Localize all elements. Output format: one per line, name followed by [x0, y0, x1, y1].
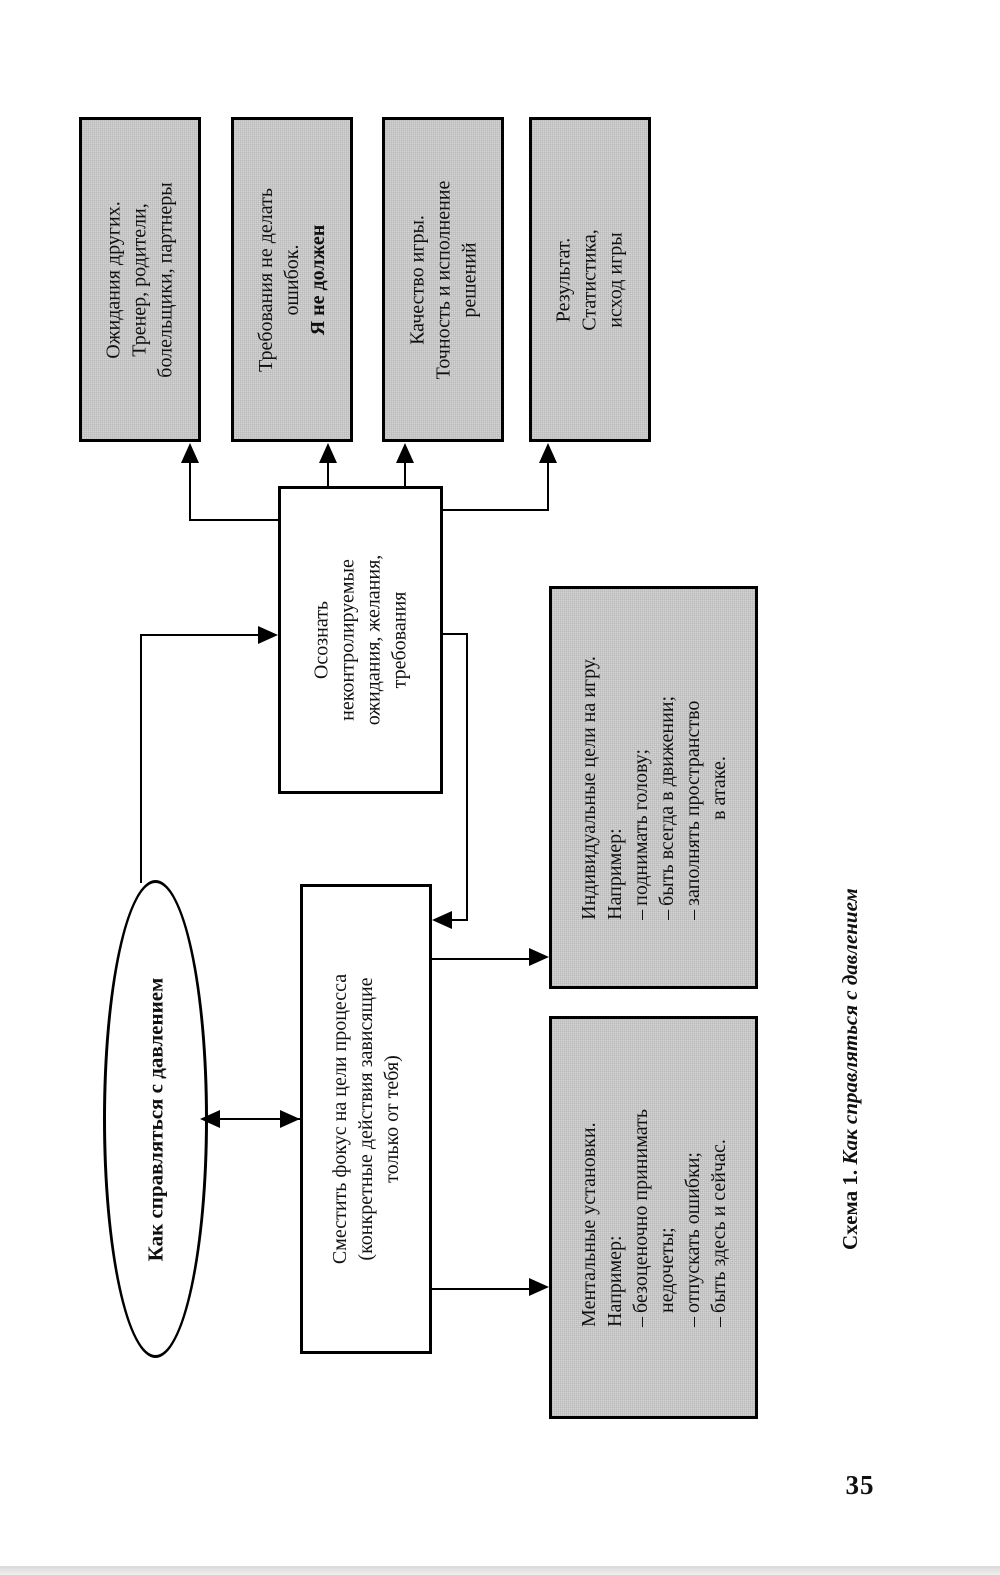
node-individual-goals-item1: поднимать голову;: [629, 748, 652, 906]
connector-awareness-result-h: [441, 509, 549, 511]
connector-root-awareness-h: [140, 634, 258, 636]
node-individual-goals-line1: Индивидуальные цели на игру.: [577, 655, 600, 920]
node-result-line3: исход игры: [604, 231, 627, 328]
bullet-dash: –: [655, 909, 678, 920]
arrowhead-expectations: [181, 443, 199, 463]
page-number: 35: [845, 1470, 875, 1500]
arrowhead-mental-settings: [529, 1278, 549, 1296]
node-awareness: Осознать неконтролируемые ожидания, жела…: [278, 486, 443, 794]
node-awareness-line4: требования: [388, 591, 411, 689]
node-mental-settings-line1: Ментальные установки.: [577, 1121, 600, 1327]
node-mental-settings-line2: Например:: [603, 1234, 626, 1327]
bullet-dash: –: [707, 1316, 730, 1327]
node-demands-line1: Требования не делать: [255, 187, 278, 372]
node-quality: Качество игры. Точность и исполнение реш…: [382, 117, 504, 442]
node-expectations-line3: болельщики, партнеры: [155, 181, 177, 378]
figure-caption-number: Схема 1.: [838, 1169, 862, 1250]
connector-shift-goals-h: [432, 958, 532, 960]
node-awareness-line3: ожидания, желания,: [362, 554, 385, 726]
node-quality-line2: Точность и исполнение: [432, 180, 455, 379]
node-shift-focus-line1: Сместить фокус на цели процесса: [329, 973, 352, 1265]
connector-awareness-result-v: [547, 462, 549, 510]
node-shift-focus-line2: (конкретные действия зависящие: [355, 977, 378, 1261]
arrowhead-root-left: [200, 1110, 220, 1128]
node-result-text: Результат. Статистика, исход игры: [551, 229, 629, 330]
arrowhead-quality: [396, 443, 414, 463]
arrowhead-shift-right: [280, 1110, 300, 1128]
node-individual-goals-item3-cont: в атаке.: [707, 755, 730, 820]
node-individual-goals-text: Индивидуальные цели на игру. Например: –…: [576, 656, 732, 920]
connector-awareness-expectations-v: [189, 462, 191, 520]
connector-awareness-quality-v: [404, 462, 406, 488]
arrowhead-shift-focus: [432, 911, 452, 929]
connector-awareness-shift-v: [466, 633, 468, 921]
node-individual-goals-line2: Например:: [603, 827, 626, 920]
node-expectations-line2: Тренер, родители,: [129, 202, 151, 357]
node-shift-focus-text: Сместить фокус на цели процесса (конкрет…: [327, 974, 405, 1264]
node-mental-settings-item3: быть здесь и сейчас.: [707, 1138, 730, 1313]
node-result-line1: Результат.: [552, 237, 575, 322]
node-individual-goals-item3: заполнять пространство: [681, 700, 704, 906]
bullet-dash: –: [629, 1316, 652, 1327]
arrowhead-individual-goals: [529, 948, 549, 966]
node-shift-focus: Сместить фокус на цели процесса (конкрет…: [300, 884, 432, 1354]
connector-shift-mental-h: [432, 1288, 532, 1290]
node-mental-settings-text: Ментальные установки. Например: – безоцен…: [576, 1109, 732, 1327]
node-mental-settings-item1: безоценочно принимать: [629, 1108, 652, 1313]
node-result: Результат. Статистика, исход игры: [529, 117, 651, 442]
node-demands-line3: Я не должен: [307, 224, 330, 335]
node-mental-settings-item2: отпускать ошибки;: [681, 1151, 704, 1313]
connector-awareness-shift-h1: [441, 633, 468, 635]
node-shift-focus-line3: только от тебя): [381, 1055, 404, 1183]
arrowhead-result: [539, 443, 557, 463]
node-demands-line2: ошибок.: [281, 244, 304, 316]
node-demands-text: Требования не делать ошибок. Я не должен: [253, 187, 331, 371]
connector-root-awareness-v: [140, 634, 142, 883]
arrowhead-demands: [319, 443, 337, 463]
node-mental-settings-item1-cont: недочеты;: [655, 1226, 678, 1313]
node-root-label: Как справляться с давлением: [143, 977, 167, 1261]
figure-caption-title: Как справляться с давлением: [838, 888, 862, 1165]
node-awareness-line2: неконтролируемые: [336, 559, 359, 721]
node-awareness-text: Осознать неконтролируемые ожидания, жела…: [309, 555, 413, 726]
node-expectations: Ожидания других. Тренер, родители, болел…: [79, 117, 201, 442]
bullet-dash: –: [681, 909, 704, 920]
node-awareness-line1: Осознать: [310, 600, 333, 680]
node-expectations-text: Ожидания других. Тренер, родители, болел…: [101, 182, 179, 377]
node-result-line2: Статистика,: [578, 228, 601, 331]
connector-awareness-shift-h2: [452, 919, 468, 921]
node-quality-line3: решений: [458, 241, 481, 318]
node-quality-line1: Качество игры.: [406, 214, 429, 345]
connector-root-shift-h: [208, 1118, 300, 1120]
node-individual-goals-item2: быть всегда в движении;: [655, 695, 678, 906]
figure-caption: Схема 1. Как справляться с давлением: [838, 780, 872, 1250]
node-demands: Требования не делать ошибок. Я не должен: [231, 117, 353, 442]
node-mental-settings: Ментальные установки. Например: – безоцен…: [549, 1016, 758, 1419]
node-quality-text: Качество игры. Точность и исполнение реш…: [404, 180, 482, 379]
scan-edge: [0, 1566, 1000, 1575]
arrowhead-awareness: [258, 626, 278, 644]
connector-awareness-expectations-h: [189, 519, 280, 521]
node-individual-goals: Индивидуальные цели на игру. Например: –…: [549, 586, 758, 989]
node-expectations-line1: Ожидания других.: [103, 200, 125, 359]
node-root-how-to-cope: Как справляться с давлением: [103, 880, 208, 1358]
bullet-dash: –: [629, 909, 652, 920]
connector-awareness-demands-v: [327, 462, 329, 488]
bullet-dash: –: [681, 1316, 704, 1327]
